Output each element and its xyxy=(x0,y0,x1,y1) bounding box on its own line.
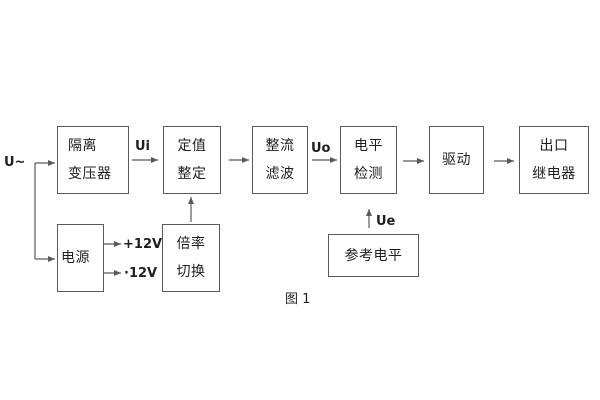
block-value-setting: 定值 整定 xyxy=(163,126,221,194)
signal-label-plus12v: +12V xyxy=(123,237,163,252)
block-label-line: 检测 xyxy=(354,166,383,182)
block-label-line: 电平 xyxy=(354,138,383,154)
signal-label-input: U~ xyxy=(4,155,26,170)
block-isolation-transformer: 隔离 变压器 xyxy=(57,126,129,194)
block-label-line: 定值 xyxy=(177,138,207,154)
block-label-line: 电源 xyxy=(61,250,90,266)
block-rectifier-filter: 整流 滤波 xyxy=(252,126,308,194)
block-label-line: 滤波 xyxy=(265,166,295,182)
block-label-line: 继电器 xyxy=(532,166,576,182)
block-label-line: 整流 xyxy=(265,138,295,154)
block-driver: 驱动 xyxy=(429,126,484,194)
block-label-line: 出口 xyxy=(539,138,569,154)
block-label-line: 驱动 xyxy=(442,152,471,168)
signal-label-ue: Ue xyxy=(376,214,396,229)
figure-caption: 图 1 xyxy=(285,292,311,307)
block-label-line: 倍率 xyxy=(176,236,206,252)
signal-label-uo: Uo xyxy=(311,141,331,156)
block-reference-level: 参考电平 xyxy=(328,234,419,277)
block-label-line: 隔离 xyxy=(68,138,97,154)
block-label-line: 切换 xyxy=(176,264,206,280)
block-ratio-switch: 倍率 切换 xyxy=(162,224,220,292)
block-power-supply: 电源 xyxy=(57,224,104,292)
block-label-line: 参考电平 xyxy=(344,247,403,264)
block-label-line: 变压器 xyxy=(68,166,112,182)
block-output-relay: 出口 继电器 xyxy=(519,126,589,194)
block-label-line: 整定 xyxy=(177,166,207,182)
signal-label-ui: Ui xyxy=(135,139,151,154)
block-level-detector: 电平 检测 xyxy=(340,126,397,194)
signal-label-minus12v: ·12V xyxy=(124,266,158,281)
